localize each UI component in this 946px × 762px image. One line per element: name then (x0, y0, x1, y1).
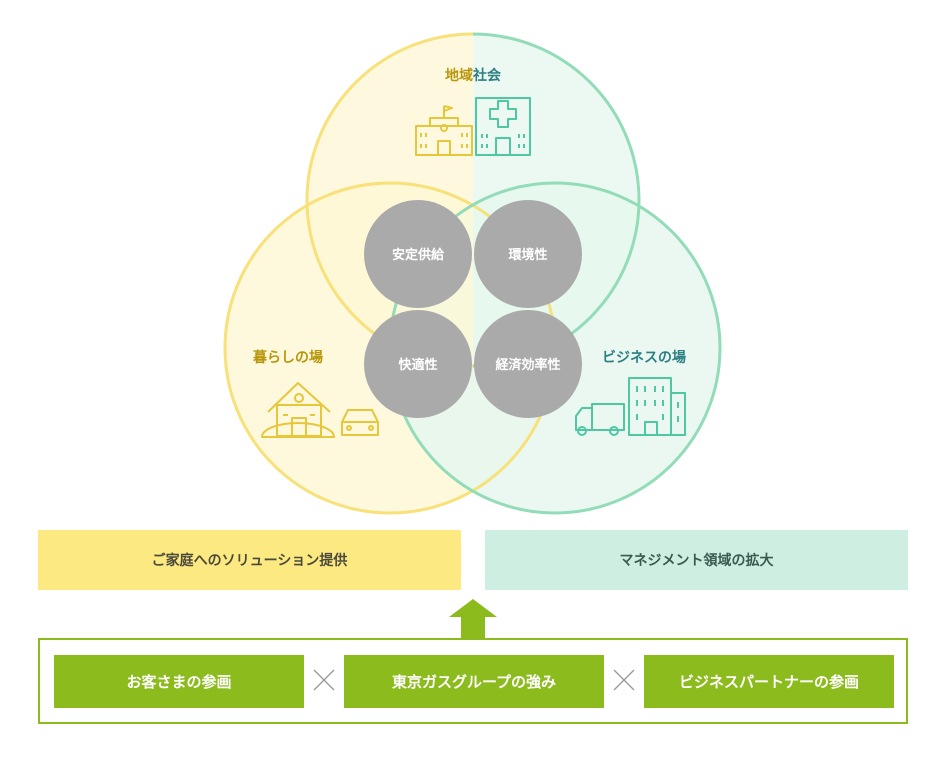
svg-text:快適性: 快適性 (398, 357, 437, 373)
partner-participation: ビジネスパートナーの参画 (644, 655, 894, 708)
management-bar: マネジメント領域の拡大 (485, 530, 908, 590)
home-solutions-bar: ご家庭へのソリューション提供 (38, 530, 461, 590)
customer-participation: お客さまの参画 (54, 655, 304, 708)
foundation-box: お客さまの参画 東京ガスグループの強み ビジネスパートナーの参画 (38, 638, 908, 724)
arrow-up-icon (449, 599, 497, 639)
office-building-icon (628, 377, 686, 436)
group-strengths: 東京ガスグループの強み (344, 655, 604, 708)
car-icon (341, 409, 379, 436)
school-icon (415, 105, 473, 156)
hospital-icon (475, 97, 531, 156)
house-icon (261, 382, 335, 438)
svg-text:経済効率性: 経済効率性 (495, 357, 560, 373)
times-icon (313, 669, 335, 691)
value-economy: 経済効率性 (474, 310, 582, 418)
times-icon (613, 669, 635, 691)
label-living: 暮らしの場 (252, 349, 323, 366)
group-strengths-label: 東京ガスグループの強み (391, 673, 557, 691)
label-community-b: 社会 (472, 67, 502, 84)
home-solutions-label: ご家庭へのソリューション提供 (151, 553, 348, 569)
value-environment: 環境性 (474, 200, 582, 308)
truck-icon (575, 403, 625, 436)
management-label: マネジメント領域の拡大 (619, 553, 774, 569)
customer-participation-label: お客さまの参画 (126, 673, 232, 691)
value-stable-supply: 安定供給 (364, 200, 472, 308)
partner-participation-label: ビジネスパートナーの参画 (678, 673, 859, 691)
label-community-a: 地域 (445, 67, 473, 84)
label-business: ビジネスの場 (602, 349, 686, 366)
venn-diagram: 地域社会 暮らしの場 ビジネスの場 (223, 32, 722, 515)
label-community: 地域社会 (445, 67, 502, 84)
svg-text:安定供給: 安定供給 (392, 247, 445, 263)
svg-text:環境性: 環境性 (508, 247, 547, 263)
value-comfort: 快適性 (364, 310, 472, 418)
